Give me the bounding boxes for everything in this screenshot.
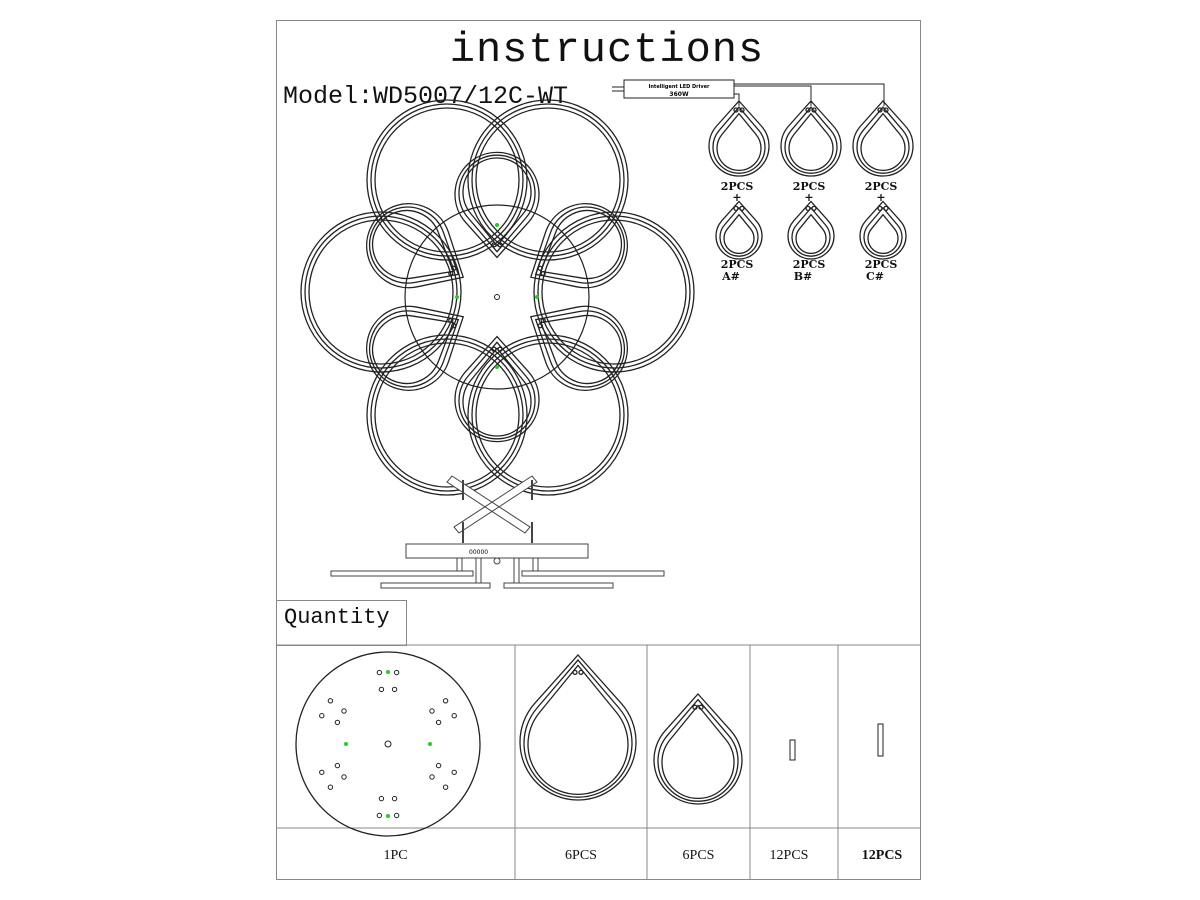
small-ring (366, 203, 465, 289)
large-ring (300, 211, 462, 373)
rod (456, 557, 463, 572)
wiring-count-bottom: 2PCS (864, 258, 898, 271)
base-hole (376, 812, 383, 819)
quantity-table (276, 644, 921, 880)
small-ring (366, 305, 465, 391)
wiring-count-top: 2PCS (720, 180, 754, 193)
base-hole (391, 686, 398, 693)
base-hole (319, 713, 325, 719)
center-screw (493, 557, 501, 565)
base-hole (442, 698, 449, 704)
large-ring (533, 211, 695, 373)
count-large-ring: 6PCS (565, 848, 597, 863)
count-short-rod: 12PCS (769, 848, 809, 863)
base-hole (429, 708, 435, 714)
driver-wires (612, 83, 885, 106)
part-small-ring (653, 693, 743, 805)
led-driver-box (623, 79, 735, 99)
small-ring (454, 151, 540, 259)
small-ring (529, 203, 628, 289)
page-title: instructions (449, 26, 765, 74)
instruction-sheet (276, 20, 921, 880)
small-ring (529, 305, 628, 391)
wiring-count-bottom: 2PCS (720, 258, 754, 271)
wiring-group-label: A# (722, 270, 740, 283)
base-hole (341, 774, 347, 780)
base-hole (334, 719, 341, 726)
wiring-small-ring (787, 200, 835, 260)
mount-marker (495, 365, 499, 369)
base-hole (451, 769, 457, 775)
count-small-ring: 6PCS (682, 848, 715, 863)
model-number: Model:WD5007/12C-WT (283, 82, 569, 111)
count-base-plate: 1PC (383, 848, 408, 863)
wiring-count-bottom: 2PCS (792, 258, 826, 271)
mount-marker (495, 223, 499, 227)
ring-side (521, 570, 665, 577)
part-large-ring (519, 654, 637, 801)
base-hole (319, 769, 325, 775)
rod (475, 557, 482, 584)
base-hole (435, 762, 442, 769)
base-hole (451, 713, 457, 719)
ring-side (503, 582, 614, 589)
count-long-rod: 12PCS (861, 848, 903, 863)
base-hole (429, 774, 435, 780)
wiring-group-label: C# (866, 270, 884, 283)
base-hole (391, 795, 398, 802)
base-hole (393, 669, 400, 676)
base-hole (442, 784, 449, 790)
side-view-diagram: 00000 (330, 475, 665, 589)
rod (513, 557, 520, 584)
parts-illustrations (295, 651, 884, 837)
base-marking: 00000 (469, 549, 488, 556)
quantity-heading: Quantity (276, 600, 407, 646)
mounting-screws (462, 480, 533, 543)
base-marker (386, 670, 390, 674)
canopy-outline (404, 204, 590, 390)
base-hole (327, 698, 334, 704)
wiring-plus: + (804, 191, 814, 204)
mount-marker (455, 295, 459, 299)
top-view-diagram (300, 99, 695, 496)
wiring-group-label: B# (793, 270, 813, 283)
wiring-diagram: Intelligent LED Driver 360W (612, 79, 914, 260)
base-plate (295, 651, 481, 837)
base-hole (341, 708, 347, 714)
base-hole (435, 719, 442, 726)
wiring-count-top: 2PCS (864, 180, 898, 193)
base-marker (386, 814, 390, 818)
wiring-small-ring (715, 200, 763, 260)
rod (532, 557, 539, 572)
base-hole (378, 686, 385, 693)
canopy-base (405, 543, 589, 559)
wiring-large-ring (852, 100, 914, 177)
wiring-large-ring (780, 100, 842, 177)
ring-side (330, 570, 474, 577)
wiring-plus: + (876, 191, 886, 204)
base-hole (334, 762, 341, 769)
part-short-rod (789, 739, 796, 761)
part-long-rod (877, 723, 884, 757)
wiring-small-ring (859, 200, 907, 260)
base-hole (327, 784, 334, 790)
center-hole (494, 294, 500, 300)
wiring-large-ring (708, 100, 770, 177)
base-center-hole (384, 740, 392, 748)
base-hole (378, 795, 385, 802)
small-ring (454, 335, 540, 443)
base-hole (376, 669, 383, 676)
base-hole (393, 812, 400, 819)
mounting-bracket (446, 475, 538, 534)
mount-marker (535, 295, 539, 299)
wiring-plus: + (732, 191, 742, 204)
wiring-count-top: 2PCS (792, 180, 826, 193)
ring-side (380, 582, 491, 589)
base-marker (428, 742, 432, 746)
base-marker (344, 742, 348, 746)
driver-label: Intelligent LED Driver (649, 84, 710, 90)
driver-wattage: 360W (669, 91, 689, 98)
